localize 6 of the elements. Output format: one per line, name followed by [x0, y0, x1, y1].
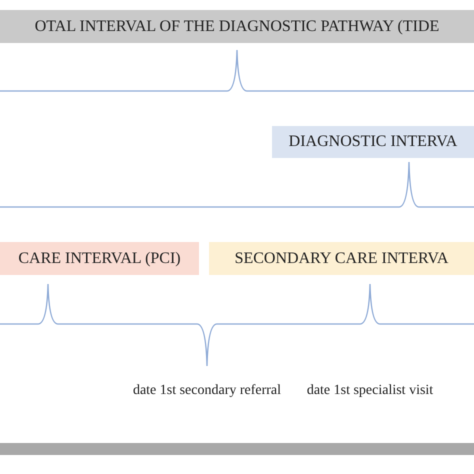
date-label: date 1st secondary referral [132, 382, 282, 400]
date-label: date 1st specialist visit [306, 382, 434, 400]
interval-band: CARE INTERVAL (PCI) [0, 242, 199, 275]
interval-band: OTAL INTERVAL OF THE DIAGNOSTIC PATHWAY (TIDE [0, 10, 474, 43]
interval-band: SECONDARY CARE INTERVA [209, 242, 474, 275]
interval-band: DIAGNOSTIC INTERVA [272, 126, 474, 158]
